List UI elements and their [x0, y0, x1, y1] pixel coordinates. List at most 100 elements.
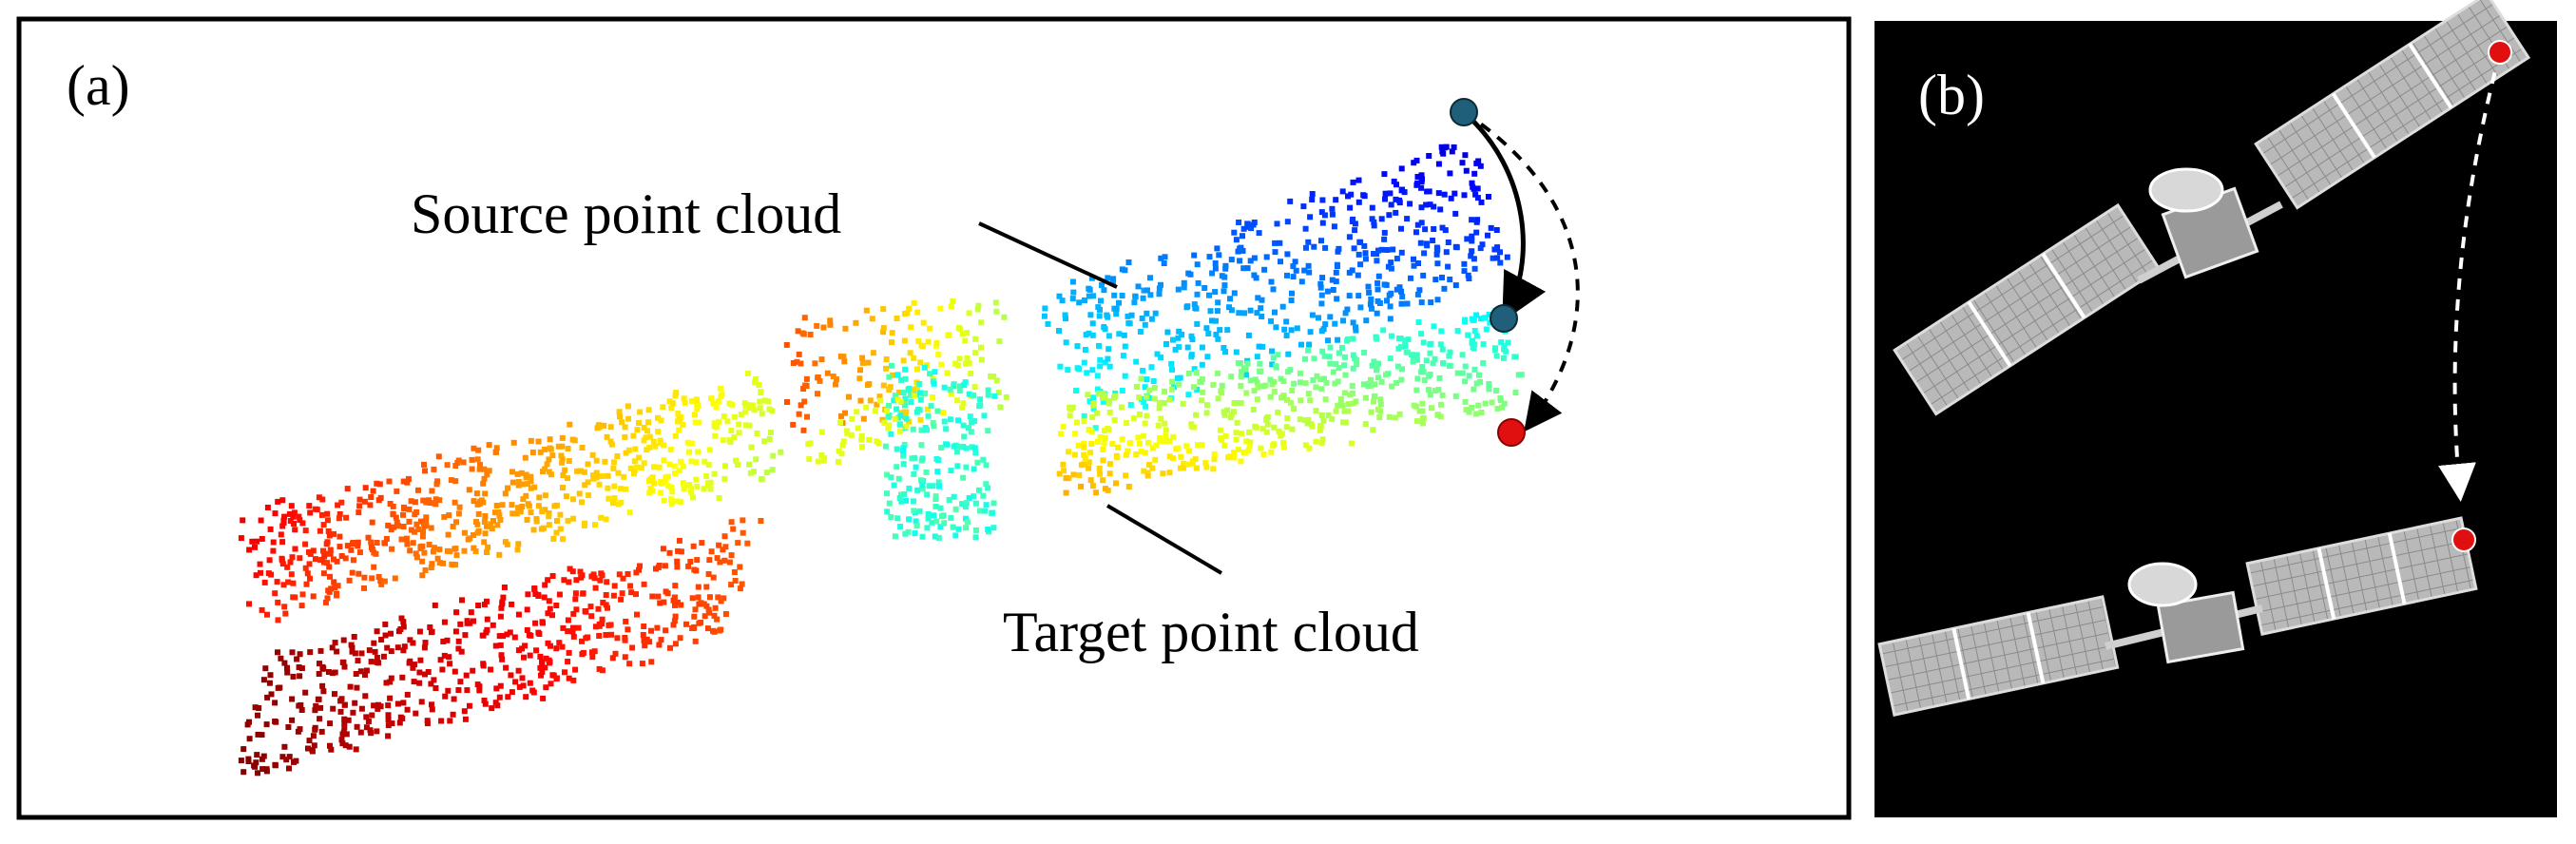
- cloud-point: [1158, 255, 1164, 261]
- cloud-point: [1333, 197, 1339, 203]
- cloud-point: [389, 546, 395, 552]
- cloud-point: [636, 454, 643, 461]
- cloud-point: [666, 398, 673, 405]
- cloud-point: [1428, 405, 1434, 412]
- cloud-point: [715, 594, 721, 601]
- cloud-point: [685, 563, 692, 569]
- cloud-point: [1194, 291, 1201, 297]
- cloud-point: [1411, 262, 1417, 269]
- cloud-point: [455, 687, 462, 693]
- cloud-point: [607, 424, 614, 431]
- cloud-point: [475, 603, 482, 608]
- cloud-point: [596, 424, 603, 431]
- cloud-point: [1112, 390, 1119, 396]
- cloud-point: [347, 683, 354, 690]
- cloud-point: [1427, 372, 1433, 377]
- cloud-point: [496, 551, 503, 558]
- cloud-point: [422, 566, 429, 573]
- cloud-point: [1261, 266, 1268, 273]
- cloud-point: [759, 476, 765, 483]
- cloud-point: [334, 558, 340, 565]
- cloud-point: [385, 702, 392, 709]
- cloud-point: [1098, 297, 1104, 304]
- cloud-point: [995, 390, 1002, 395]
- cloud-point: [1086, 427, 1092, 432]
- cloud-point: [1394, 256, 1400, 261]
- cloud-point: [256, 705, 262, 711]
- cloud-point: [985, 392, 991, 398]
- cloud-point: [1133, 451, 1140, 457]
- cloud-point: [246, 719, 252, 725]
- cloud-point: [883, 365, 890, 372]
- cloud-point: [1263, 429, 1270, 435]
- cloud-point: [1122, 373, 1128, 379]
- cloud-point: [1398, 165, 1405, 172]
- cloud-point: [496, 633, 503, 640]
- cloud-point: [524, 626, 530, 633]
- cloud-point: [491, 509, 498, 516]
- cloud-point: [646, 444, 653, 451]
- cloud-point: [417, 544, 424, 550]
- cloud-point: [471, 618, 476, 624]
- cloud-point: [482, 490, 489, 497]
- cloud-point: [588, 613, 595, 620]
- cloud-point: [1089, 367, 1096, 374]
- cloud-point: [974, 306, 981, 313]
- cloud-point: [740, 529, 746, 536]
- cloud-point: [410, 664, 416, 671]
- source-keypoint-projected: [1490, 304, 1518, 333]
- cloud-point: [1071, 451, 1078, 458]
- cloud-point: [770, 452, 777, 459]
- cloud-point: [982, 508, 989, 514]
- cloud-point: [1378, 378, 1385, 385]
- cloud-point: [717, 385, 723, 392]
- cloud-point: [925, 338, 932, 345]
- cloud-point: [888, 431, 894, 437]
- cloud-point: [413, 521, 420, 528]
- cloud-point: [692, 606, 699, 613]
- cloud-point: [327, 547, 334, 553]
- cloud-point: [278, 655, 284, 662]
- cloud-point: [490, 518, 496, 524]
- cloud-point: [1337, 395, 1344, 402]
- cloud-point: [258, 517, 264, 524]
- cloud-point: [730, 526, 737, 532]
- cloud-point: [1271, 441, 1278, 448]
- cloud-point: [714, 555, 721, 562]
- cloud-point: [1459, 352, 1466, 358]
- cloud-point: [1357, 239, 1364, 245]
- cloud-point: [1418, 172, 1425, 179]
- cloud-point: [303, 581, 310, 587]
- cloud-point: [654, 624, 661, 631]
- target-keypoint: [1497, 418, 1526, 447]
- cloud-point: [1307, 397, 1314, 404]
- cloud-point: [1221, 282, 1228, 289]
- cloud-point: [1290, 263, 1297, 270]
- cloud-point: [1362, 256, 1369, 262]
- cloud-point: [1441, 191, 1448, 198]
- cloud-point: [338, 553, 345, 559]
- cloud-point: [341, 716, 348, 722]
- cloud-point: [1257, 360, 1263, 367]
- cloud-point: [879, 416, 886, 423]
- cloud-point: [1111, 292, 1118, 298]
- cloud-point: [1250, 407, 1257, 412]
- cloud-point: [627, 465, 634, 471]
- cloud-point: [1298, 379, 1303, 386]
- cloud-point: [557, 511, 564, 518]
- cloud-point: [757, 398, 763, 405]
- cloud-point: [927, 325, 933, 332]
- cloud-point: [688, 489, 695, 496]
- cloud-point: [258, 569, 263, 576]
- cloud-point: [245, 758, 252, 764]
- cloud-point: [1056, 470, 1063, 477]
- cloud-point: [319, 682, 326, 689]
- cloud-point: [1069, 296, 1076, 302]
- cloud-point: [314, 507, 320, 513]
- cloud-point: [1432, 388, 1438, 394]
- cloud-point: [560, 536, 566, 543]
- cloud-point: [715, 398, 721, 405]
- cloud-point: [1345, 408, 1352, 414]
- cloud-point: [1221, 345, 1227, 351]
- cloud-point: [959, 331, 966, 337]
